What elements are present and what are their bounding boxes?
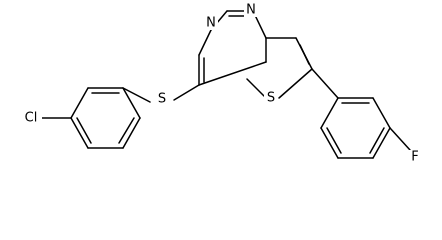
s-ring-mask bbox=[264, 91, 278, 105]
bond-ar1-inner-2 bbox=[76, 117, 92, 144]
n1-mask bbox=[204, 16, 218, 30]
bond-ar2-inner-2 bbox=[369, 127, 385, 154]
atom-label-n1: N bbox=[206, 16, 216, 31]
bond-ar1-c bbox=[70, 117, 89, 149]
bond-c7a-c4 bbox=[198, 61, 267, 86]
bond-ar2-inner-3 bbox=[326, 127, 342, 154]
bond-ar1-b bbox=[70, 87, 89, 119]
bond-ar1-e bbox=[122, 117, 141, 149]
atom-label-s-link: S bbox=[158, 92, 166, 107]
bond-ar2-c bbox=[372, 127, 391, 159]
bond-ar2-e bbox=[320, 127, 339, 159]
bond-c2t-s bbox=[278, 68, 313, 99]
bond-n1-c4-top bbox=[198, 29, 212, 56]
s-link-mask bbox=[155, 92, 169, 106]
bond-c4-slink bbox=[173, 84, 200, 101]
atom-label-n3: N bbox=[246, 3, 256, 18]
bond-c2t-ar2 bbox=[311, 68, 339, 99]
f-mask bbox=[408, 150, 422, 164]
atom-label-f: F bbox=[411, 150, 418, 165]
bond-ar1-inner-3 bbox=[118, 117, 135, 144]
atom-label-cl: Cl bbox=[25, 111, 38, 126]
bond-ar1-f bbox=[122, 87, 141, 119]
n3-mask bbox=[244, 3, 258, 17]
bond-ar2-f bbox=[320, 97, 339, 129]
atom-label-layer: N N S S Cl F bbox=[20, 3, 422, 165]
cl-mask bbox=[20, 111, 42, 125]
bond-ar2-f bbox=[389, 127, 411, 151]
bond-ar2-b bbox=[372, 97, 391, 129]
bond-c3-c2t-b bbox=[299, 44, 310, 65]
bond-layer bbox=[41, 10, 411, 159]
bond-slink-ar1 bbox=[122, 87, 151, 103]
chemical-structure: N N S S Cl F bbox=[20, 2, 422, 165]
bond-s-c7a bbox=[246, 78, 265, 97]
atom-label-s-ring: S bbox=[267, 91, 275, 106]
